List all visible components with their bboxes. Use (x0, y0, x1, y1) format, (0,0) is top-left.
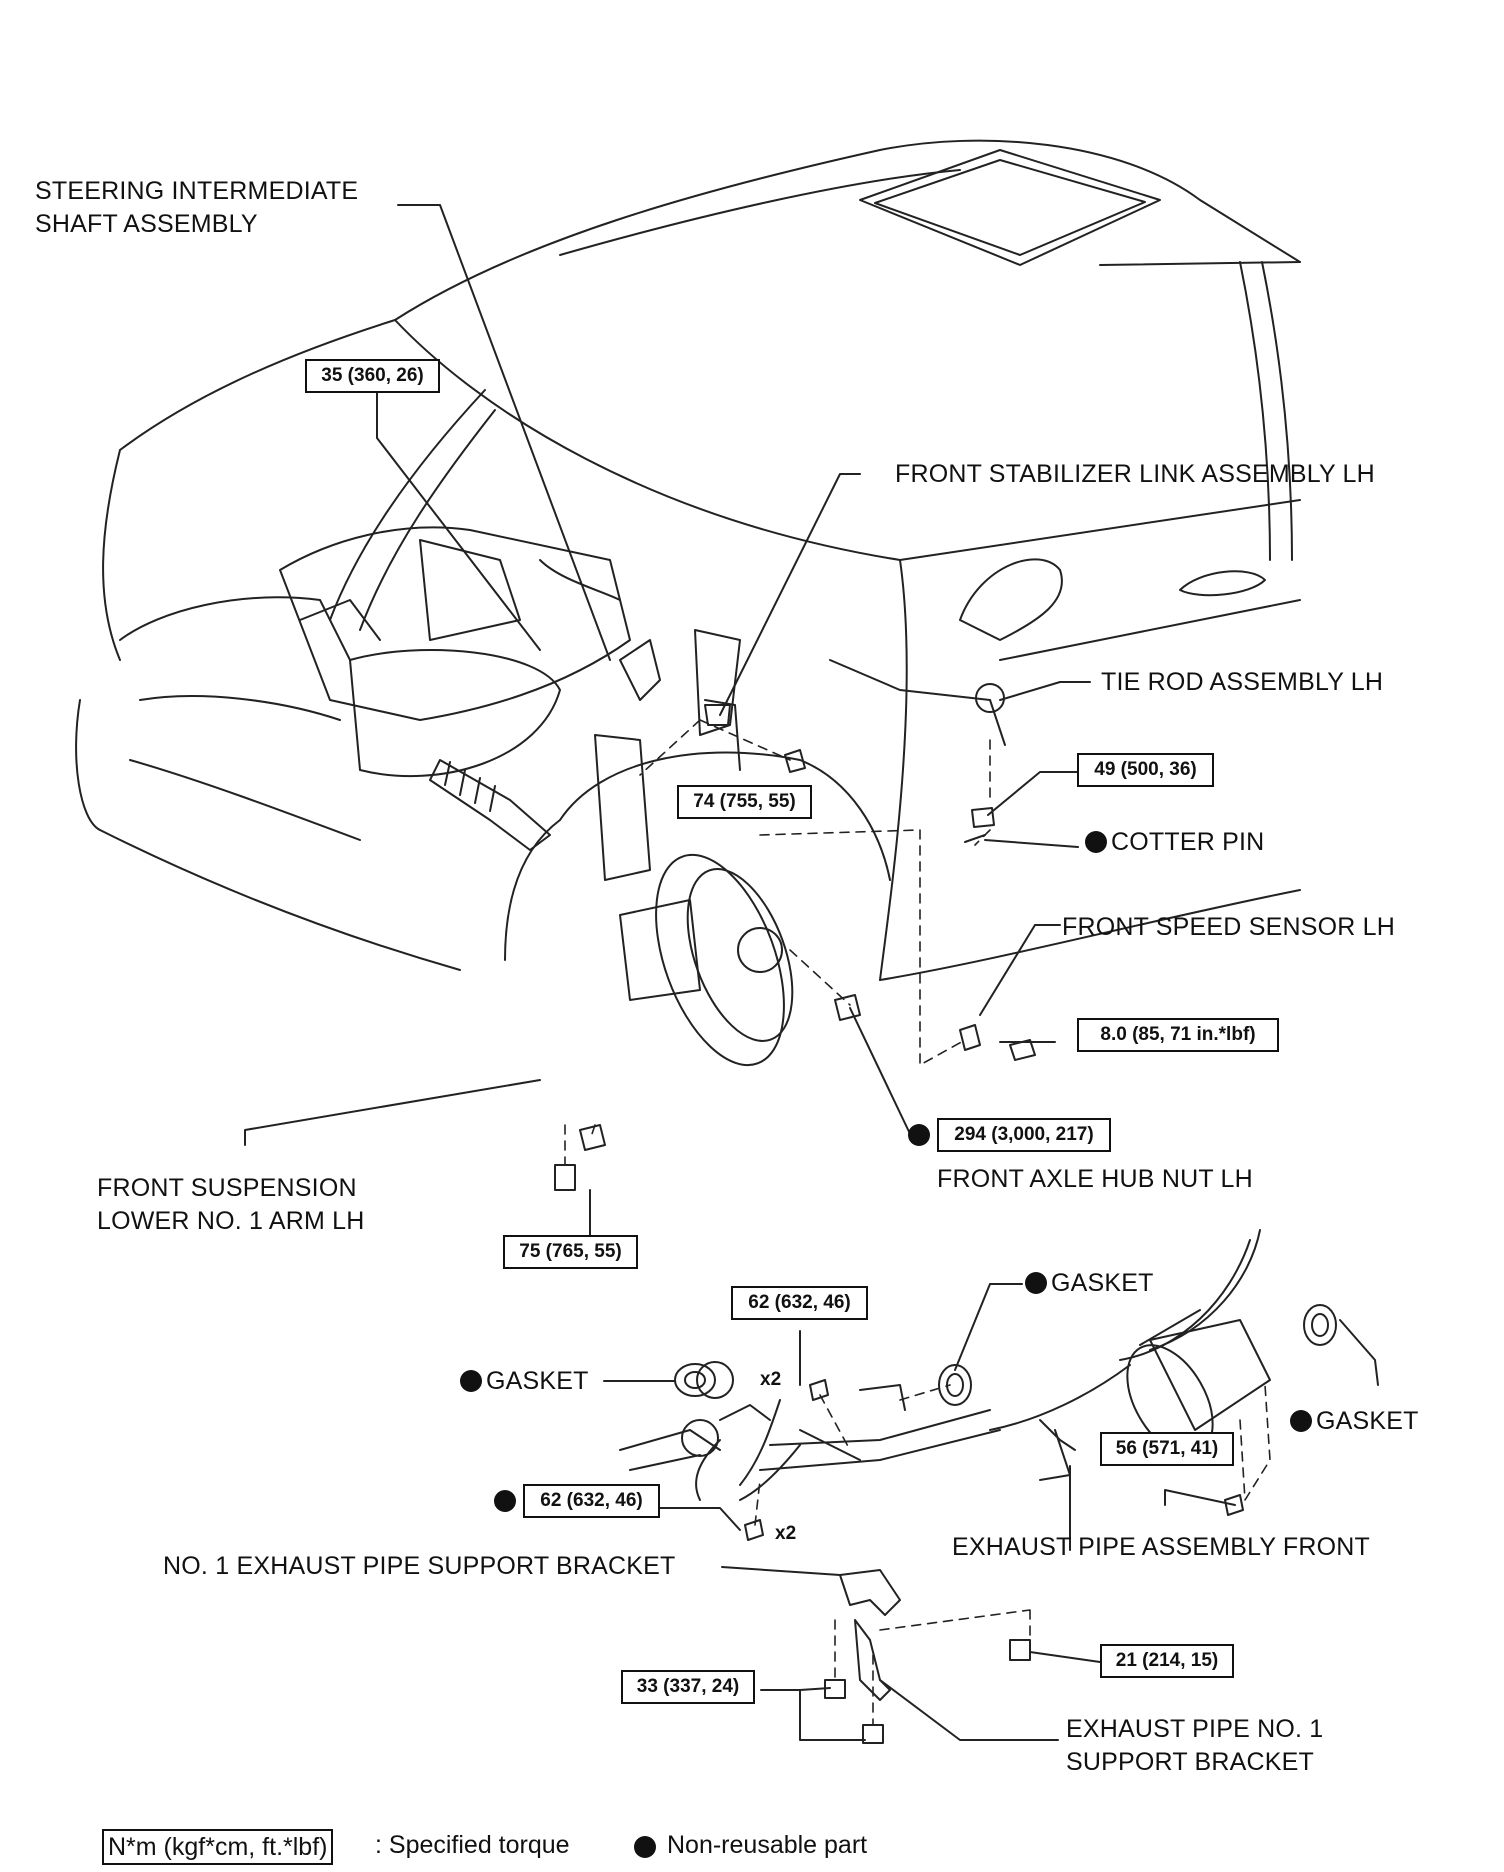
legend-torque-desc: : Specified torque (375, 1831, 570, 1859)
nonreusable-dot-icon (460, 1370, 482, 1392)
exhaust-front-label: EXHAUST PIPE ASSEMBLY FRONT (952, 1533, 1371, 1561)
gasket-top-text: GASKET (1051, 1269, 1154, 1297)
nonreusable-dot-icon (494, 1490, 516, 1512)
quantity-label-upper: x2 (760, 1369, 782, 1390)
legend-torque-unit-box: N*m (kgf*cm, ft.*lbf) (102, 1829, 334, 1865)
no1-bracket-label: NO. 1 EXHAUST PIPE SUPPORT BRACKET (163, 1552, 676, 1580)
gasket-right-text: GASKET (1316, 1407, 1419, 1435)
leader-lines (244, 204, 1379, 1741)
torque-box-75: 75 (765, 55) (503, 1235, 638, 1269)
gasket-left-text: GASKET (486, 1367, 589, 1395)
nonreusable-dot-icon (1290, 1410, 1312, 1432)
bracket-label-line2: SUPPORT BRACKET (1066, 1748, 1314, 1776)
torque-box-21: 21 (214, 15) (1100, 1644, 1234, 1678)
cotter-pin-text: COTTER PIN (1111, 828, 1265, 856)
torque-box-62-lower: 62 (632, 46) (523, 1484, 660, 1518)
torque-box-33: 33 (337, 24) (621, 1670, 755, 1704)
torque-box-294: 294 (3,000, 217) (937, 1118, 1111, 1152)
exhaust-pipe-assembly (619, 1229, 1337, 1501)
cotter-pin-label: COTTER PIN (1085, 826, 1264, 858)
torque-box-74: 74 (755, 55) (677, 785, 812, 819)
nonreusable-dot-icon (908, 1124, 930, 1146)
lower-arm-label-line1: FRONT SUSPENSION (97, 1174, 357, 1202)
nonreusable-dot-icon (1025, 1272, 1047, 1294)
torque-box-49: 49 (500, 36) (1077, 753, 1214, 787)
steering-shaft-label-line1: STEERING INTERMEDIATE (35, 177, 359, 205)
torque-box-62-upper: 62 (632, 46) (731, 1286, 868, 1320)
steering-shaft-label-line2: SHAFT ASSEMBLY (35, 210, 258, 238)
quantity-label-lower: x2 (775, 1523, 797, 1544)
lower-arm-label-line2: LOWER NO. 1 ARM LH (97, 1207, 365, 1235)
support-bracket-part (839, 1569, 901, 1701)
car-body-outline (75, 139, 1301, 981)
gasket-left-label: GASKET (460, 1365, 589, 1397)
assembly-guide-lines (564, 719, 1271, 1726)
torque-box-35: 35 (360, 26) (305, 359, 440, 393)
axle-hub-nut-label: FRONT AXLE HUB NUT LH (937, 1165, 1253, 1193)
legend-nonreusable-dot-icon (634, 1836, 656, 1858)
tie-rod-label: TIE ROD ASSEMBLY LH (1101, 668, 1384, 696)
torque-294-text: 294 (3,000, 217) (954, 1124, 1094, 1145)
knuckle-and-drive-shaft (429, 629, 1006, 1067)
gasket-right-label: GASKET (1290, 1405, 1419, 1437)
nonreusable-dot-icon (1085, 831, 1107, 853)
stabilizer-link-label: FRONT STABILIZER LINK ASSEMBLY LH (895, 460, 1375, 488)
speed-sensor-label: FRONT SPEED SENSOR LH (1062, 913, 1395, 941)
gasket-top-label: GASKET (1025, 1267, 1154, 1299)
bracket-label-line1: EXHAUST PIPE NO. 1 (1066, 1715, 1324, 1743)
torque-box-56: 56 (571, 41) (1100, 1432, 1234, 1466)
fasteners (554, 704, 1244, 1744)
legend-nonreusable-desc: Non-reusable part (667, 1831, 868, 1859)
torque-box-8: 8.0 (85, 71 in.*lbf) (1077, 1018, 1279, 1052)
